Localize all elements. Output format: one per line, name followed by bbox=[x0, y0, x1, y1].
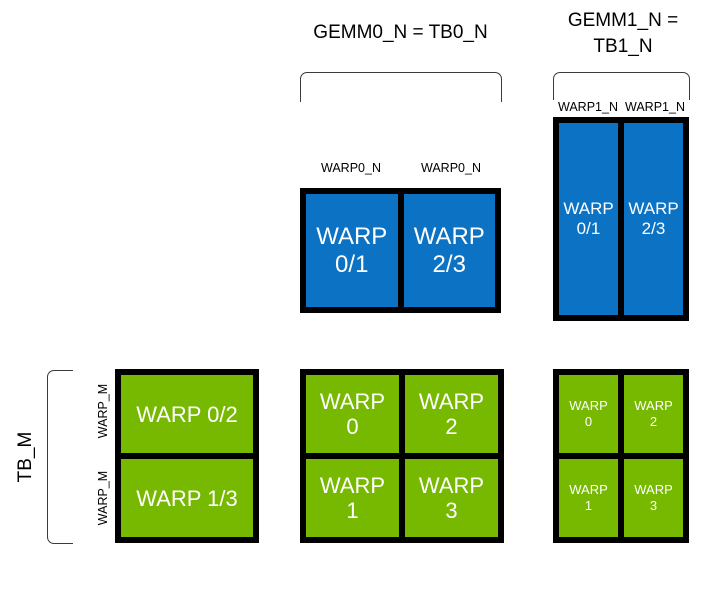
gemm0-span-bracket bbox=[300, 72, 502, 102]
gemm0-title: GEMM0_N = TB0_N bbox=[313, 22, 488, 43]
right-green-cell-warp-2[interactable]: WARP 2 bbox=[621, 372, 686, 456]
gemm1-blue-cell-warp-0-1[interactable]: WARP 0/1 bbox=[556, 120, 621, 318]
right-green-block-group: WARP 0 WARP 2 WARP 1 WARP 3 bbox=[553, 369, 689, 543]
tb-m-label: TB_M bbox=[15, 431, 36, 483]
mid-green-cell-warp-0[interactable]: WARP 0 bbox=[303, 372, 402, 456]
mid-green-cell-warp-2[interactable]: WARP 2 bbox=[402, 372, 501, 456]
mid-green-block-group: WARP 0 WARP 2 WARP 1 WARP 3 bbox=[300, 369, 504, 543]
mid-green-cell-warp-1[interactable]: WARP 1 bbox=[303, 456, 402, 540]
right-green-cell-warp-1[interactable]: WARP 1 bbox=[556, 456, 621, 540]
gemm0-warp0n-label-left: WARP0_N bbox=[321, 161, 381, 175]
gemm0-blue-cell-warp-0-1[interactable]: WARP 0/1 bbox=[303, 191, 401, 310]
left-green-warp-m-label-bottom: WARP_M bbox=[96, 470, 110, 526]
right-green-cell-warp-0[interactable]: WARP 0 bbox=[556, 372, 621, 456]
gemm0-warp0n-label-right: WARP0_N bbox=[421, 161, 481, 175]
gemm0-blue-cell-warp-2-3[interactable]: WARP 2/3 bbox=[400, 191, 498, 310]
right-green-cell-warp-3[interactable]: WARP 3 bbox=[621, 456, 686, 540]
gemm1-title: GEMM1_N = TB1_N bbox=[567, 10, 679, 57]
gemm1-span-bracket bbox=[553, 72, 690, 100]
left-green-cell-warp-1-3[interactable]: WARP 1/3 bbox=[118, 456, 256, 540]
gemm1-warp1n-label-right: WARP1_N bbox=[625, 100, 685, 114]
gemm1-blue-block-group: WARP 0/1 WARP 2/3 bbox=[553, 117, 689, 321]
left-green-block-group: WARP 0/2 WARP 1/3 bbox=[115, 369, 259, 543]
gemm1-blue-cell-warp-2-3[interactable]: WARP 2/3 bbox=[621, 120, 686, 318]
mid-green-cell-warp-3[interactable]: WARP 3 bbox=[402, 456, 501, 540]
left-green-warp-m-label-top: WARP_M bbox=[96, 383, 110, 439]
gemm1-warp1n-label-left: WARP1_N bbox=[558, 100, 618, 114]
gemm0-blue-block-group: WARP 0/1 WARP 2/3 bbox=[300, 188, 501, 313]
left-green-cell-warp-0-2[interactable]: WARP 0/2 bbox=[118, 372, 256, 456]
tb-m-span-bracket bbox=[47, 370, 73, 544]
